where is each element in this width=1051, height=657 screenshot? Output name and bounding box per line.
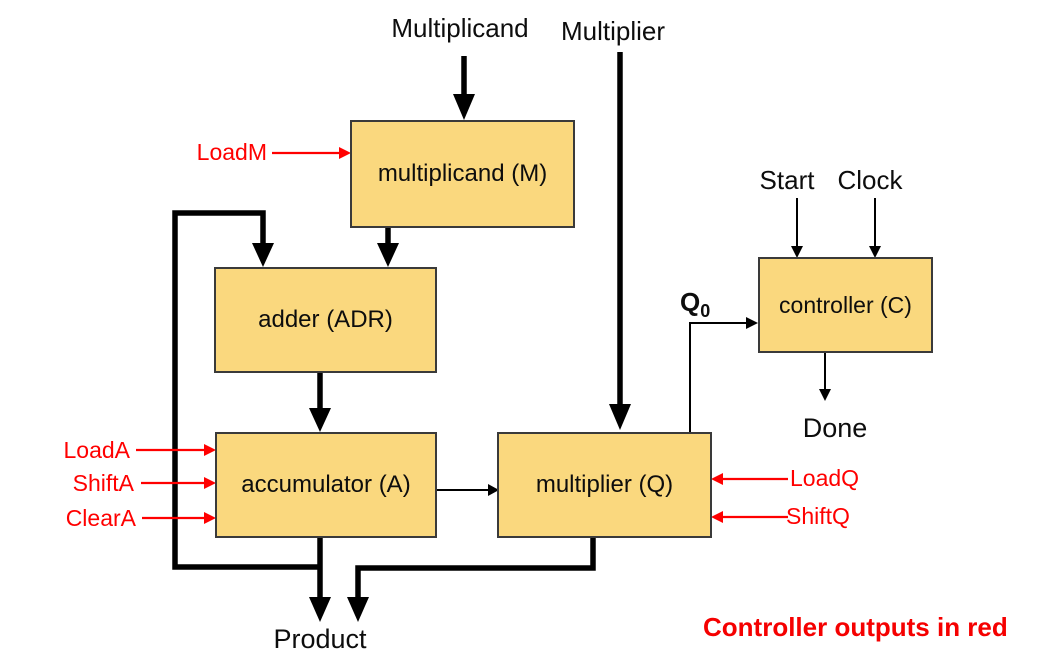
label-q0-signal: Q0 <box>680 287 711 322</box>
label-done-output: Done <box>802 413 868 443</box>
wire-clock-input <box>869 198 881 258</box>
block-multiplier-register: multiplier (Q) <box>497 432 712 538</box>
wire-shiftQ <box>711 511 788 523</box>
block-multiplier-label: multiplier (Q) <box>535 471 674 498</box>
label-clearA: ClearA <box>65 505 136 531</box>
label-loadA: LoadA <box>63 437 130 463</box>
block-controller: controller (C) <box>758 257 933 353</box>
block-adder: adder (ADR) <box>214 267 437 373</box>
label-shiftQ: ShiftQ <box>786 503 850 529</box>
wire-loadA <box>136 444 216 456</box>
wire-multiplicand-input <box>453 56 475 120</box>
wire-clearA <box>142 512 216 524</box>
wire-multiplier-input <box>609 52 631 430</box>
wire-accumulator-to-multiplier <box>437 484 499 496</box>
block-accumulator: accumulator (A) <box>215 432 437 538</box>
label-multiplier-input: Multiplier <box>560 16 666 46</box>
wire-multiplier-to-product <box>347 537 596 622</box>
label-clock-input: Clock <box>837 165 903 195</box>
wire-loadM <box>272 147 351 159</box>
label-loadM: LoadM <box>196 139 267 165</box>
wire-done-output <box>819 353 831 401</box>
wire-start-input <box>791 198 803 258</box>
note-controller-outputs: Controller outputs in red <box>703 612 1008 642</box>
label-start-input: Start <box>759 165 815 195</box>
wire-q0-to-controller <box>689 317 758 432</box>
block-controller-label: controller (C) <box>779 291 912 318</box>
block-accumulator-label: accumulator (A) <box>241 471 411 498</box>
block-adder-label: adder (ADR) <box>258 306 393 333</box>
wire-loadQ <box>711 473 788 485</box>
label-multiplicand-input: Multiplicand <box>391 13 529 43</box>
wire-adder-to-accumulator <box>309 373 331 432</box>
wire-accumulator-to-product <box>309 538 331 622</box>
wire-accumulator-feedback-to-adder <box>172 210 320 570</box>
label-loadQ: LoadQ <box>790 465 860 491</box>
label-product-output: Product <box>273 624 367 654</box>
block-multiplicand-label: multiplicand (M) <box>377 160 548 187</box>
block-multiplicand-register: multiplicand (M) <box>350 120 575 228</box>
label-shiftA: ShiftA <box>72 470 134 496</box>
wire-shiftA <box>141 477 216 489</box>
wire-multiplicand-to-adder <box>377 228 399 267</box>
